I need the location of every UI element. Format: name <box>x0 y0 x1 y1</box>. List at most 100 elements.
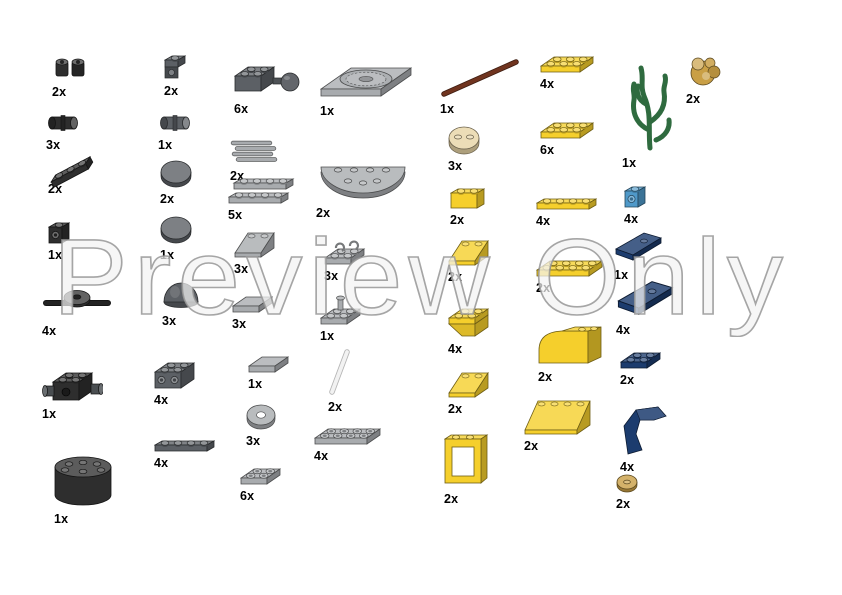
light-gray-tile-2x2-a-icon <box>231 296 274 313</box>
pearl-gold-shell-icon <box>686 54 724 88</box>
part-qty: 5x <box>228 208 243 222</box>
part-dark-gray-plate-1x4: 4x <box>153 440 216 470</box>
light-gray-bars-icon <box>230 138 280 165</box>
dark-gray-dome-icon <box>162 280 202 310</box>
part-qty: 2x <box>620 373 635 387</box>
part-black-bar-holder: 3x <box>46 112 82 152</box>
part-black-round-brick-4x4: 1x <box>54 456 112 526</box>
part-qty: 2x <box>160 192 175 206</box>
part-qty: 1x <box>614 268 629 282</box>
light-gray-tile-2x2-b-icon <box>247 356 290 373</box>
dark-green-coral-icon <box>622 52 678 152</box>
part-dark-gray-round-tile-a: 2x <box>160 160 192 206</box>
part-dark-blue-wedge-large: 4x <box>616 278 676 337</box>
yellow-brick-1x2-icon <box>449 188 486 209</box>
part-light-gray-slope-2x2: 3x <box>234 231 275 276</box>
part-pearl-gold-shell: 2x <box>686 54 724 106</box>
dark-gray-plate-1x4-icon <box>153 440 216 452</box>
yellow-curved-slope-icon <box>538 324 606 366</box>
part-qty: 3x <box>46 138 61 152</box>
part-qty: 2x <box>164 84 179 98</box>
yellow-slope-a-icon <box>448 239 489 266</box>
light-gray-turntable-icon <box>319 66 413 100</box>
black-angled-grille-icon <box>48 155 96 188</box>
part-qty: 4x <box>536 214 551 228</box>
part-pearl-gold-dish: 2x <box>616 474 638 511</box>
part-qty: 2x <box>448 270 463 284</box>
part-dark-gray-bracket: 2x <box>163 55 187 98</box>
azure-side-stud-brick-icon <box>623 186 647 208</box>
part-qty: 3x <box>448 159 463 173</box>
part-dark-gray-round-tile-b: 1x <box>160 216 192 262</box>
part-light-gray-clip-plate: 3x <box>323 238 375 283</box>
part-yellow-wedge-4x2: 2x <box>524 400 591 453</box>
part-black-wheel-brick: 1x <box>42 372 104 421</box>
part-dark-gray-ball-socket-brick: 6x <box>233 66 301 116</box>
light-gray-round-tile-hole-icon <box>246 404 276 430</box>
part-yellow-inverted-slope: 4x <box>447 308 490 356</box>
part-yellow-plate-2x3-b: 6x <box>539 122 595 157</box>
yellow-inverted-slope-icon <box>447 308 490 338</box>
part-qty: 3x <box>234 262 249 276</box>
black-headlight-brick-icon <box>47 222 71 244</box>
light-gray-plate-stack-icon <box>227 178 295 204</box>
part-light-gray-open-plate-2x4: 4x <box>313 428 382 463</box>
part-qty: 4x <box>624 212 639 226</box>
part-dark-gray-pin-joiner: 1x <box>158 112 194 152</box>
yellow-plate-2x3-a-icon <box>539 56 595 73</box>
part-dark-gray-side-stud-brick: 4x <box>153 362 196 407</box>
dark-gray-round-tile-b-icon <box>160 216 192 244</box>
black-propeller-icon <box>42 286 112 320</box>
part-black-headlight-brick: 1x <box>47 222 71 262</box>
part-light-gray-turntable: 1x <box>319 66 413 118</box>
part-light-gray-pin-plate: 1x <box>319 294 362 343</box>
yellow-plate-2x4-icon <box>535 260 604 277</box>
part-azure-side-stud-brick: 4x <box>623 186 647 226</box>
part-qty: 1x <box>248 377 263 391</box>
part-qty: 2x <box>52 85 67 99</box>
part-qty: 2x <box>444 492 459 506</box>
part-yellow-window: 2x <box>443 430 490 506</box>
part-black-hose-nozzle: 2x <box>52 55 88 99</box>
part-light-gray-round-tile-hole: 3x <box>246 404 276 448</box>
dark-gray-round-tile-a-icon <box>160 160 192 188</box>
part-light-gray-half-circle-plate: 2x <box>316 152 410 220</box>
part-qty: 1x <box>48 248 63 262</box>
part-qty: 1x <box>320 104 335 118</box>
part-qty: 3x <box>232 317 247 331</box>
part-yellow-slope-b: 2x <box>448 371 489 416</box>
part-light-gray-plate-stack: 5x <box>227 178 295 222</box>
part-dark-blue-angular-bracket: 4x <box>620 404 670 474</box>
part-qty: 3x <box>246 434 261 448</box>
part-qty: 2x <box>686 92 701 106</box>
dark-blue-wedge-small-icon <box>614 230 664 264</box>
part-dark-gray-dome: 3x <box>162 280 202 328</box>
pearl-gold-dish-icon <box>616 474 638 493</box>
part-qty: 2x <box>450 213 465 227</box>
part-black-propeller: 4x <box>42 286 112 338</box>
part-light-gray-tile-2x2-a: 3x <box>231 296 274 331</box>
part-yellow-plate-1x4: 4x <box>535 198 598 228</box>
light-gray-open-plate-2x2-icon <box>239 468 282 485</box>
part-qty: 1x <box>54 512 69 526</box>
part-qty: 2x <box>48 182 63 196</box>
part-white-antenna: 2x <box>328 348 354 414</box>
dark-blue-plate-2x2-icon <box>619 352 662 369</box>
light-gray-clip-plate-icon <box>323 238 375 265</box>
part-qty: 2x <box>616 497 631 511</box>
part-qty: 4x <box>540 77 555 91</box>
part-qty: 1x <box>158 138 173 152</box>
black-hose-nozzle-icon <box>52 55 88 81</box>
part-light-gray-bars: 2x <box>230 138 280 183</box>
part-qty: 1x <box>440 102 455 116</box>
white-antenna-icon <box>328 348 354 396</box>
light-gray-half-circle-plate-icon <box>316 152 410 202</box>
part-qty: 1x <box>320 329 335 343</box>
part-qty: 2x <box>316 206 331 220</box>
part-qty: 2x <box>536 281 551 295</box>
dark-gray-pin-joiner-icon <box>158 112 194 134</box>
yellow-slope-b-icon <box>448 371 489 398</box>
part-light-gray-tile-2x2-b: 1x <box>247 356 290 391</box>
part-qty: 1x <box>160 248 175 262</box>
dark-blue-angular-bracket-icon <box>620 404 670 456</box>
